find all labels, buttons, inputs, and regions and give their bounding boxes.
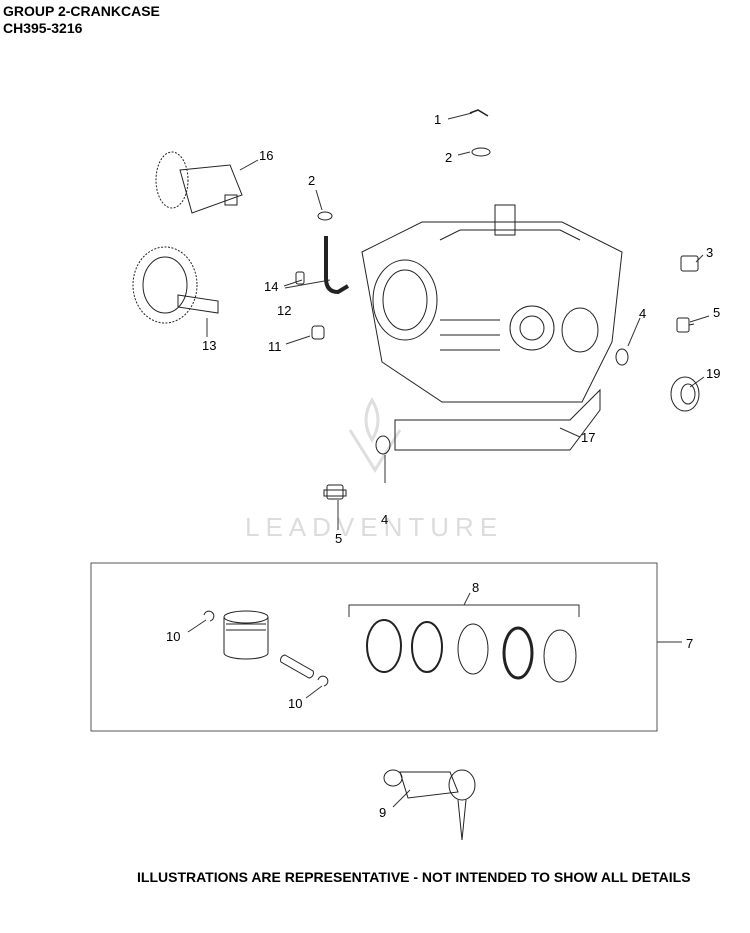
piston — [223, 610, 269, 660]
part-16-camshaft — [155, 151, 243, 214]
part-19-oil-seal — [670, 376, 700, 412]
callout-7: 7 — [686, 636, 694, 651]
part-9-connecting-rod — [383, 769, 476, 841]
part-8-piston-rings — [366, 619, 577, 683]
watermark-logo — [348, 397, 402, 473]
part-17-crankcase — [361, 204, 623, 451]
leader-lines — [187, 112, 710, 808]
callout-9: 9 — [379, 805, 387, 820]
part-10-clip-right — [317, 675, 329, 687]
callout-5-right: 5 — [713, 305, 721, 320]
part-5-fitting-right — [676, 317, 695, 333]
callout-10-left: 10 — [166, 629, 181, 644]
callout-16: 16 — [259, 148, 274, 163]
callout-17: 17 — [581, 430, 596, 445]
part-12-dipstick-tube — [324, 236, 350, 295]
callout-2-top: 2 — [445, 150, 453, 165]
part-4-washer-right — [615, 348, 629, 366]
group-title: GROUP 2-CRANKCASE — [3, 3, 160, 19]
part-13-gear-assembly — [132, 246, 219, 324]
callout-14: 14 — [264, 279, 279, 294]
part-1-key — [469, 109, 489, 117]
callout-19: 19 — [706, 366, 721, 381]
part-2-washer-top — [471, 147, 491, 157]
callout-8: 8 — [472, 580, 480, 595]
callout-10-right: 10 — [288, 696, 303, 711]
watermark-text: LEADVENTURE — [245, 512, 504, 542]
piston-assembly-box — [90, 562, 658, 732]
callout-12: 12 — [277, 303, 292, 318]
callout-1: 1 — [434, 112, 442, 127]
disclaimer-footer: ILLUSTRATIONS ARE REPRESENTATIVE - NOT I… — [137, 869, 691, 885]
callout-13: 13 — [202, 338, 217, 353]
part-3-plug — [680, 255, 699, 272]
part-4-washer-bottom — [375, 435, 391, 455]
piston-pin — [280, 654, 314, 679]
model-number: CH395-3216 — [3, 20, 83, 36]
part-2-washer-left — [317, 211, 333, 221]
callout-11: 11 — [268, 339, 282, 354]
callout-3: 3 — [706, 245, 714, 260]
part-10-clip-left — [203, 610, 215, 622]
part-14-pin — [295, 271, 305, 285]
callout-2-left: 2 — [308, 173, 316, 188]
callout-5-bottom: 5 — [335, 531, 343, 546]
callout-4-bottom: 4 — [381, 512, 389, 527]
part-11-dowel — [311, 325, 325, 340]
part-5-fitting-bottom — [323, 484, 347, 500]
callout-4-right: 4 — [639, 306, 647, 321]
